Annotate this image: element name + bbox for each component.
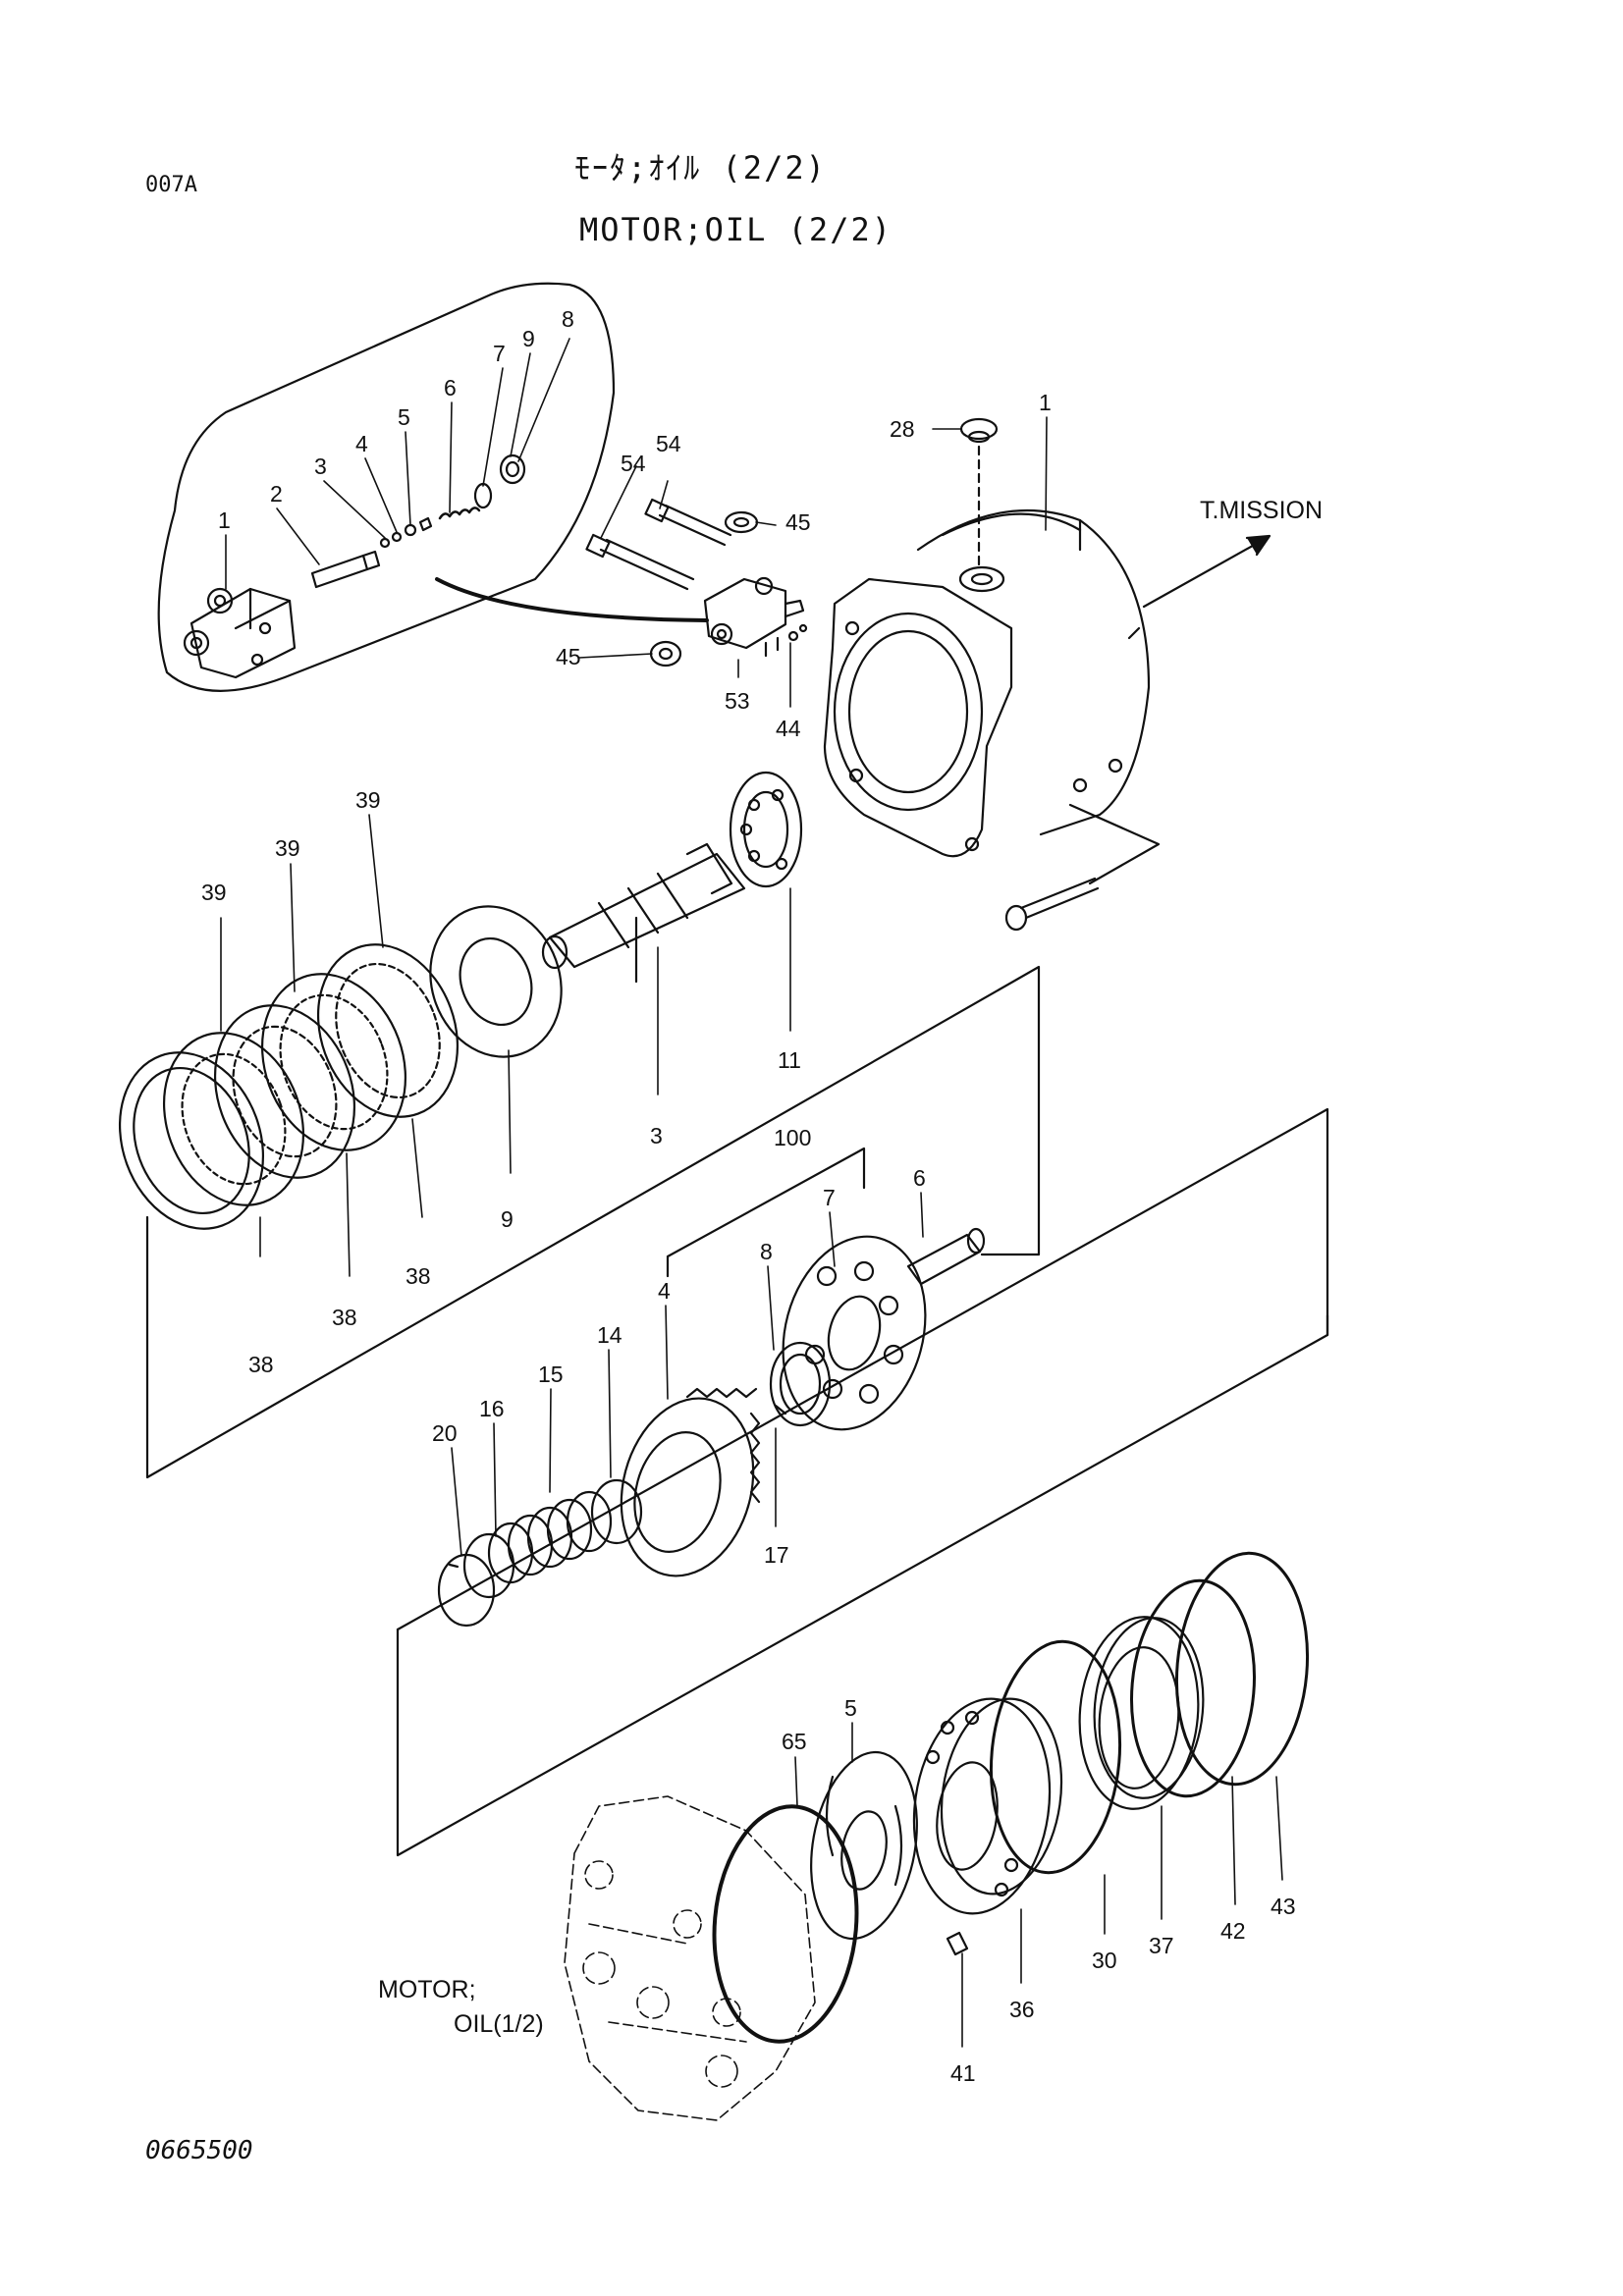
callout-backup-42: 42 [1220,1918,1246,1944]
callout-detail-1: 1 [218,507,231,533]
callout-oring-65: 65 [782,1729,807,1754]
title-japanese: ﾓｰﾀ;ｵｲﾙ (2/2) [574,149,827,187]
group-bracket-rotor [666,1147,866,1278]
document-number: 0665500 [145,2136,253,2165]
transmission-label: T.MISSION [1200,497,1324,524]
detail-spool [310,550,381,589]
callout-shaft-3: 3 [650,1123,663,1148]
callout-bearing-11: 11 [778,1047,801,1073]
callout-barrel-4: 4 [658,1278,671,1304]
callout-detail-8: 8 [562,306,574,332]
callout-detail-9: 9 [522,326,535,351]
callout-plate-38-b: 38 [332,1305,357,1330]
callout-cover-36: 36 [1009,1997,1035,2022]
callout-ring-17: 17 [764,1542,789,1568]
callout-piston-37: 37 [1149,1933,1174,1958]
callout-oring-30: 30 [1092,1948,1117,1973]
callout-plate-39-c: 39 [355,787,381,813]
leader-lines [220,338,1283,2048]
callout-detail-3: 3 [314,454,327,479]
detail-valve-body [183,587,297,679]
callout-bolt-54-lower: 54 [621,451,646,476]
callout-housing-1: 1 [1039,390,1052,415]
detail-small-parts [379,454,526,549]
o-ring-65 [712,1804,859,2044]
callout-detail-6: 6 [444,375,457,400]
washer-14 [590,1478,643,1545]
callout-detail-7: 7 [493,341,506,366]
callout-spring-15: 15 [538,1362,564,1387]
motor-ref-line1: MOTOR; [378,1976,476,2003]
bearing-11 [729,771,803,888]
callout-snap-ring-20: 20 [432,1420,458,1446]
callout-washer-16: 16 [479,1396,505,1421]
detail-bubble-outline [157,282,616,692]
cylinder-barrel-4 [620,1387,761,1577]
callout-plate-38-a: 38 [248,1352,274,1377]
title-english: MOTOR;OIL (2/2) [579,211,893,248]
backup-ring-42 [1129,1578,1257,1798]
callout-plate-38-c: 38 [406,1263,431,1289]
plug-28 [959,417,999,566]
callout-valve-block-53: 53 [725,688,750,714]
callout-plate-7: 7 [823,1185,836,1210]
washer-16 [462,1532,515,1599]
callout-plug-28: 28 [890,416,915,442]
callout-oring-43: 43 [1271,1894,1296,1919]
callout-bolt-54-upper: 54 [656,431,681,456]
callout-washer-14: 14 [597,1322,622,1348]
group-bracket-upper [145,965,1041,1479]
spring-15 [487,1490,613,1584]
thrust-plate-9 [429,905,563,1058]
motor-ref-line2: OIL(1/2) [454,2010,544,2038]
callout-oring-44: 44 [776,716,801,741]
cover-36 [912,1697,1063,1915]
o-ring-30 [989,1639,1122,1875]
page-code: 007A [145,173,197,197]
friction-plates-38-39 [118,943,460,1230]
callout-plate-39-b: 39 [275,835,300,861]
callout-valve-plate-5: 5 [844,1695,857,1721]
callout-plug-41: 41 [950,2060,976,2086]
plug-41 [946,1931,969,1956]
callout-pin-6: 6 [913,1165,926,1191]
snap-ring-20 [437,1553,496,1628]
pin-6 [906,1227,986,1286]
valve-block-53 [703,576,805,658]
callout-detail-2: 2 [270,481,283,507]
ring-8 [769,1341,832,1427]
callout-ring-8: 8 [760,1239,773,1264]
callout-washer-45-lower: 45 [556,644,581,669]
motor-body-oil-1-2 [564,1795,816,2121]
detail-leader-line [435,577,709,622]
bolts-54 [585,498,732,591]
housing-1 [823,508,1151,858]
transmission-arrow [1142,536,1269,609]
valve-plate-7 [782,1235,927,1431]
housing-bolt-leader [1068,803,1161,885]
piston-37 [1078,1616,1205,1810]
valve-plate-5 [810,1750,918,1941]
housing-bolt [1004,877,1100,932]
orings-44 [787,630,799,642]
callout-detail-5: 5 [398,404,410,430]
callout-washer-45-upper: 45 [785,509,811,535]
shaft-3 [541,842,746,984]
callout-plate-39-a: 39 [201,880,227,905]
callout-rotor-100: 100 [774,1125,811,1150]
callout-thrust-plate-9: 9 [501,1206,514,1232]
callout-detail-4: 4 [355,431,368,456]
